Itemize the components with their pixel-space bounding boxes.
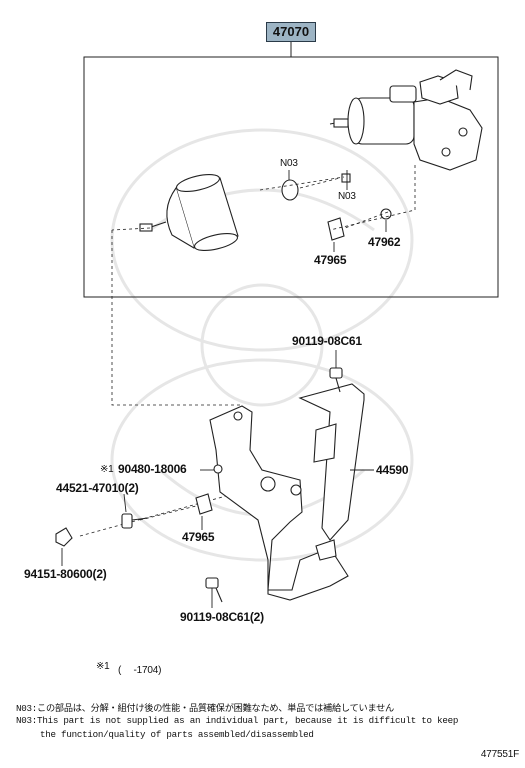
label-n03-plug: N03 (338, 191, 356, 202)
bottom-small-parts (55, 367, 343, 603)
part-label-94151[interactable]: 94151-80600(2) (24, 567, 107, 581)
footnote-text: ( -1704) (118, 665, 162, 676)
part-label-90119-top[interactable]: 90119-08C61 (292, 334, 362, 348)
bracket-44590 (209, 383, 365, 601)
note-line-japanese: N03:この部品は、分解・組付け後の性能・品質確保が困難なため、単品では補給して… (16, 703, 394, 714)
note-mark-90480: ※1 (100, 464, 114, 475)
part-label-90119-bottom[interactable]: 90119-08C61(2) (180, 610, 264, 624)
diagram-id: 477551F (480, 749, 519, 760)
label-n03-oring: N03 (280, 158, 298, 169)
part-label-47965-bottom[interactable]: 47965 (182, 530, 215, 544)
filter-cartridge (139, 174, 239, 251)
note-line-english-2: the function/quality of parts assembled/… (40, 729, 314, 740)
note-line-english-1: N03:This part is not supplied as an indi… (16, 715, 459, 726)
part-label-47965-top[interactable]: 47965 (314, 253, 347, 267)
top-small-parts (281, 173, 392, 241)
assembly-part-number-badge[interactable]: 47070 (266, 22, 316, 42)
part-label-47962[interactable]: 47962 (368, 235, 401, 249)
pump-motor-assembly (329, 69, 483, 171)
part-label-44521[interactable]: 44521-47010(2) (56, 481, 139, 495)
footnote-mark: ※1 (96, 661, 110, 672)
part-label-44590[interactable]: 44590 (376, 463, 409, 477)
part-label-90480[interactable]: 90480-18006 (118, 462, 187, 476)
leader-lines (61, 170, 387, 608)
